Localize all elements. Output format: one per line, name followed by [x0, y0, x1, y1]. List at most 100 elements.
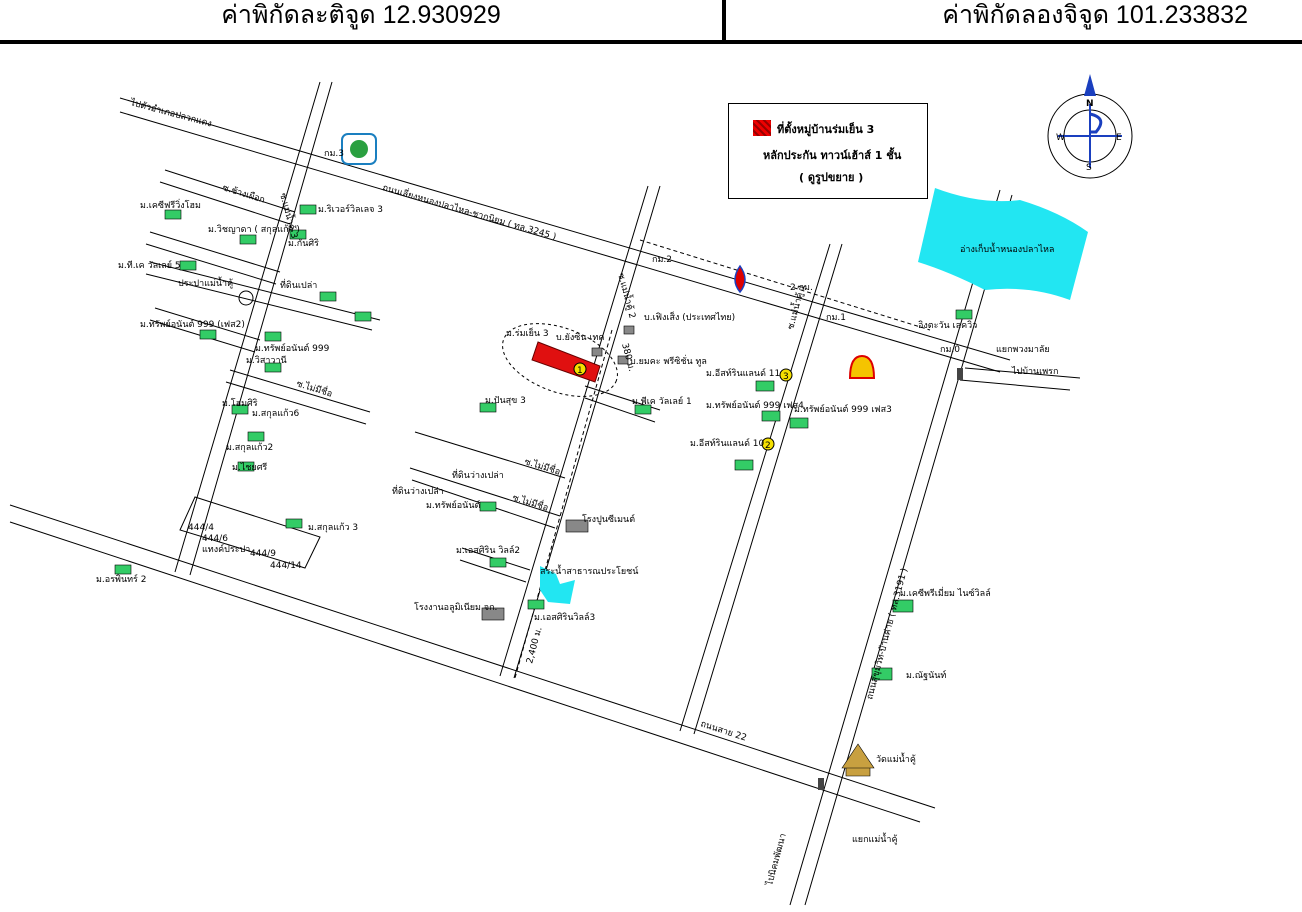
label-road22: ถนนสาย 22	[699, 719, 748, 743]
street-soi-mai	[225, 369, 371, 425]
label-river-villa3: ม.ริเวอร์วิลเลจ 3	[318, 203, 383, 215]
marker-3-label: 3	[783, 372, 789, 382]
compass-e: E	[1116, 133, 1122, 143]
label-soi-mai-2: ซ.ไม่มีชื่อ	[523, 454, 562, 477]
label-esiri-villa3: ม.เอสศิรินวิลล์3	[534, 611, 595, 623]
reservoir-shape	[918, 188, 1088, 300]
house-icons	[114, 204, 973, 681]
label-to-nikhom: ไปนิคมพัฒนา	[764, 832, 789, 888]
label-sakul-kaew3: ม.สกุลแก้ว 3	[308, 522, 358, 533]
label-feng-sheng: บ.เฟิงเส็ง (ประเทศไทย)	[644, 310, 735, 323]
coordinates-header: ค่าพิกัดละติจูด 12.930929 ค่าพิกัดลองจิจ…	[0, 0, 1302, 44]
latitude-label: ค่าพิกัดละติจูด 12.930929	[221, 1, 501, 29]
marker-1-label: 1	[577, 366, 583, 376]
label-nop-valley1: ม.พีเค วัลเลย์ 1	[632, 395, 692, 407]
dist-2km-line	[639, 239, 931, 331]
label-yungxin: บ.ยังซิน เทค	[556, 332, 604, 343]
label-empty-land2: ที่ดินว่างเปล่า	[452, 468, 504, 481]
road-22	[9, 504, 936, 823]
label-kc-nice-ville: ม.เคซีพรีเมี่ยม ไนซ์วิลล์	[900, 586, 991, 599]
label-east-land10: ม.อีสท์รินแลนด์ 10	[690, 437, 765, 449]
label-cement: โรงปูนซีเมนต์	[582, 513, 635, 525]
ptt-icon	[734, 264, 746, 294]
label-aluminium: โรงงานอลูมิเนียม จก.	[414, 602, 497, 613]
label-tk-valley5: ม.ที.เค วัลเลย์ 5	[118, 259, 181, 271]
label-soi-mae-2: ซ.แม่น้ำคู้ 2	[615, 271, 640, 319]
label-y-mae: แยกแม่น้ำคู้	[852, 832, 897, 845]
compass-s: S	[1086, 163, 1092, 173]
road-3245	[119, 97, 1011, 361]
label-to-klaeng: ไปตัวอำเภอปลวกแดง	[128, 97, 213, 130]
label-rayong-precision: บ.ยมคะ พรีซิชั่น ทูล	[630, 354, 707, 367]
label-sakul-kaew2: ม.สกุลแก้ว2	[226, 442, 273, 453]
label-444-14: 444/14	[270, 561, 302, 571]
label-ketsiri: ม.เคซีฟรีวิ่งโฮม	[140, 198, 201, 211]
label-public-pond: สระน้ำสาธารณประโยชน์	[540, 564, 638, 577]
public-pond-shape	[540, 566, 575, 604]
road-3191	[789, 189, 1013, 906]
legend-line1: ที่ตั้งหมู่บ้านร่มเย็น 3	[777, 123, 875, 136]
label-dist-2km: 2 กม.	[790, 283, 813, 293]
label-rom-yen3: ม.ร่มเย็น 3	[506, 326, 549, 339]
label-km3: กม.3	[324, 149, 344, 159]
label-to-ban-khai: ไปบ้านเพรก	[1011, 366, 1058, 377]
traffic-light-mae	[818, 778, 824, 790]
label-444-9: 444/9	[250, 549, 276, 559]
site-boundary	[502, 323, 618, 397]
label-nattha: ม.ณัฐนันท์	[906, 669, 946, 681]
label-sappayom999: ม.ทรัพย์อนันต์ 999	[255, 342, 330, 354]
parcel-block	[179, 496, 321, 569]
road-to-ban-khai	[959, 367, 1081, 391]
street-valley	[145, 261, 381, 331]
compass-icon	[1047, 74, 1133, 179]
label-wat-mae: วัดแม่น้ำคู้	[876, 752, 916, 765]
compass-n: N	[1086, 99, 1094, 109]
label-chairat: ม.ไชยศรี	[232, 462, 267, 473]
marker-1-circle	[573, 362, 587, 376]
header-divider-line	[0, 40, 1302, 44]
label-wichuda: ม.วิชญาดา ( สกุลแก้ว )	[208, 224, 300, 235]
site-marker	[531, 341, 601, 383]
label-kansiri: ม.กันศิริ	[288, 238, 319, 249]
label-water-tap: ประปาแม่น้ำคู้	[178, 276, 233, 289]
factory-icons	[481, 325, 635, 621]
bangchak-leaf	[350, 140, 368, 158]
legend-line3: ( ดูรูปขยาย )	[799, 171, 864, 184]
roundabout	[238, 290, 254, 306]
label-sappayom-iii: ม.ทรัพย์อนันต์	[426, 499, 480, 511]
road-soi-1	[679, 243, 843, 735]
label-sakul-kaew6: ม.สกุลแก้ว6	[252, 408, 300, 419]
label-444-6: 444/6	[202, 534, 228, 544]
label-empty-land3: ที่ดินว่างเปล่า	[392, 484, 444, 497]
label-km1: กม.1	[826, 313, 846, 323]
label-soi-changchuek: ซ.ช้างเผือก	[221, 182, 266, 205]
traffic-light-puang	[957, 368, 963, 380]
label-sappayom-phase4: ม.ทรัพย์อนันต์ 999 เฟส4	[706, 399, 804, 411]
road-soi-2	[499, 185, 661, 679]
label-soi-mai-3: ซ.ไม่มีชื่อ	[511, 490, 550, 513]
street-changchuek	[159, 169, 296, 225]
legend-site-swatch	[753, 120, 771, 136]
street-soi-3	[414, 431, 566, 479]
label-soi-mai-1: ซ.ไม่มีชื่อ	[295, 376, 334, 399]
label-esiri-villa2: ม.เอสศิริน วิลล์2	[456, 544, 520, 556]
label-km2: กม.2	[652, 255, 672, 265]
label-honsiri: ม.โฮมศิริ	[222, 398, 258, 409]
label-ingrawin: อิงตะวัน เลควิว	[918, 320, 977, 331]
label-km0: กม.0	[940, 345, 960, 355]
shell-icon	[848, 354, 876, 379]
label-sappayom-phase3: ม.ทรัพย์อนันต์ 999 เฟส3	[794, 403, 892, 415]
marker-3-circle	[779, 368, 793, 382]
road-west	[174, 81, 333, 576]
label-road-3245: ถนนเลี่ยงหนองปลาไหล-ชากนิยม ( ทล.3245 )	[381, 180, 558, 242]
header-vertical-divider	[722, 0, 726, 44]
dist-2400-line	[514, 329, 613, 679]
label-sappayom-phase2: ม.ทรัพย์อนันต์ 999 (เฟส2)	[140, 318, 245, 330]
compass-w: W	[1056, 133, 1065, 143]
label-oraphin2: ม.อรพินทร์ 2	[96, 573, 146, 585]
label-reservoir: อ่างเก็บน้ำหนองปลาไหล	[960, 242, 1054, 255]
label-pan-suk3: ม.ปันสุข 3	[485, 396, 526, 406]
road-3245-edge	[119, 111, 1001, 373]
legend-line2: หลักประกัน ทาวน์เฮ้าส์ 1 ชั้น	[763, 149, 902, 162]
label-y-puang: แยกพวงมาลัย	[996, 345, 1050, 355]
